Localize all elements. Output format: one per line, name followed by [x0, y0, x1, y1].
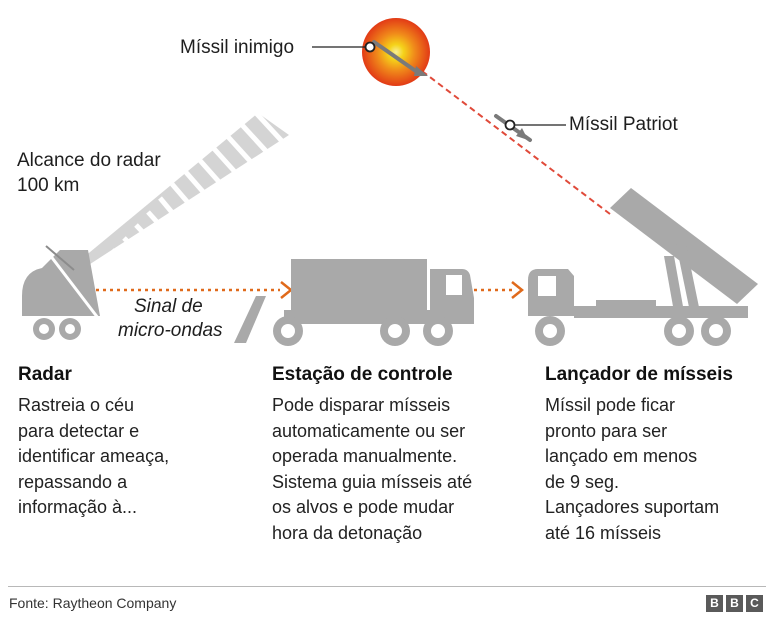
section-line: operada manualmente. — [272, 446, 458, 466]
explosion-icon — [362, 18, 430, 86]
section-line: automaticamente ou ser — [272, 420, 466, 441]
section-line: repassando a — [18, 471, 128, 492]
section-line: pronto para ser — [545, 420, 668, 441]
signal-arrow-2 — [474, 281, 525, 299]
section-line: informação à... — [18, 497, 138, 517]
radar-range-label-line1: Alcance do radar — [17, 150, 161, 171]
radar-beam — [78, 98, 294, 268]
section-line: Pode disparar mísseis — [272, 395, 451, 415]
patriot-missile-label: Míssil Patriot — [569, 114, 678, 135]
source-credit: Fonte: Raytheon Company — [9, 595, 177, 611]
radar-truck-icon — [22, 241, 100, 340]
section-title: Estação de controle — [272, 364, 453, 385]
missile-launcher-truck-icon — [528, 188, 758, 346]
section-line: lançado em menos — [545, 446, 698, 466]
section-line: hora da detonação — [272, 522, 423, 543]
section-title: Radar — [18, 364, 72, 385]
section-title: Lançador de mísseis — [545, 364, 733, 385]
section-line: Lançadores suportam — [545, 497, 720, 517]
section-line: de 9 seg. — [545, 471, 620, 492]
section-line: Rastreia o céu — [18, 395, 135, 415]
radar-range-label-line2: 100 km — [17, 175, 80, 196]
enemy-missile-label: Míssil inimigo — [180, 37, 295, 58]
control-station-truck-icon — [234, 259, 474, 346]
section-line: os alvos e pode mudar — [272, 497, 455, 517]
signal-label-line2: micro-ondas — [118, 320, 223, 341]
patriot-trajectory — [417, 67, 611, 215]
section-line: identificar ameaça, — [18, 446, 170, 466]
bbc-logo-letter: C — [746, 595, 763, 612]
bbc-logo-letter: B — [726, 595, 743, 612]
section-body: Rastreia o céu para detectar e identific… — [18, 393, 169, 521]
section-body: Pode disparar mísseis automaticamente ou… — [272, 393, 472, 546]
bbc-logo: B B C — [706, 595, 763, 612]
section-line: para detectar e — [18, 420, 140, 441]
patriot-missile-icon — [494, 114, 532, 142]
signal-label-line1: Sinal de — [134, 296, 203, 317]
section-line: Sistema guia mísseis até — [272, 471, 473, 492]
section-line: até 16 mísseis — [545, 522, 662, 543]
section-body: Míssil pode ficar pronto para ser lançad… — [545, 393, 719, 546]
bbc-logo-letter: B — [706, 595, 723, 612]
footer-divider — [8, 586, 766, 587]
section-line: Míssil pode ficar — [545, 395, 676, 415]
